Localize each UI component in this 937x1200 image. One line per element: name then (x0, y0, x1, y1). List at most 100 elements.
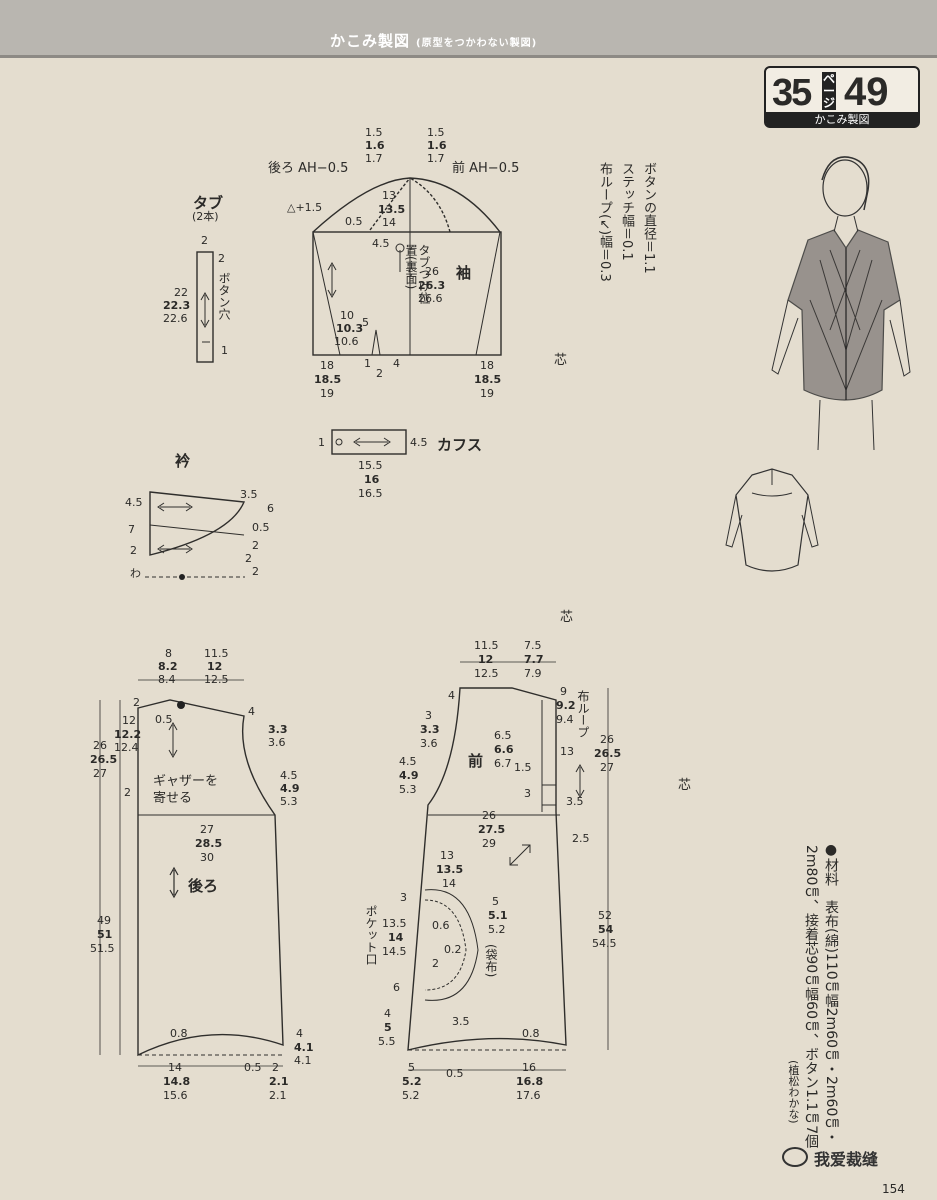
dim-label: 3.5 (240, 488, 258, 501)
gather-label-2: 寄せる (153, 791, 193, 806)
dim-label: 49 (97, 914, 111, 927)
dim-label: 4 (296, 1027, 303, 1040)
dim-label: 16 (364, 473, 380, 486)
materials-line2: 2m80㎝、接着芯90㎝幅60㎝、ボタン1.1㎝7個 (803, 845, 819, 1149)
dim-label: 26 (600, 733, 614, 746)
dim-label: 13.5 (378, 203, 406, 216)
dim-label: 4.9 (399, 769, 419, 782)
collar-outline (150, 492, 244, 555)
dim-label: 0.8 (522, 1027, 540, 1040)
badge-left-number: 35 (772, 72, 812, 114)
dim-label: 26 (425, 265, 439, 278)
dim-label: 0.5 (244, 1061, 262, 1074)
pocket-bag-label: (袋布) (484, 944, 498, 978)
button-mark (177, 701, 185, 709)
cuff-outline (331, 429, 407, 455)
dim-label: 4.5 (399, 755, 417, 768)
dim-label: 26.5 (90, 753, 118, 766)
badge-right-number: 49 (844, 70, 889, 114)
dim-label: 14 (168, 1061, 182, 1074)
dim-label: 0.8 (170, 1027, 188, 1040)
note-loop: 布ループ(↙)幅＝0.3 (597, 162, 612, 282)
page-ref-badge: 35 ページ 49 かこみ製図 (764, 66, 920, 128)
dim-label: 18.5 (474, 373, 502, 386)
dim-label: 0.5 (345, 215, 363, 228)
pocket-mouth-label: ポケット口 (364, 905, 378, 965)
dim-label: 4.9 (280, 782, 300, 795)
cuff-label: カフス (437, 436, 483, 454)
dim-label: 7.5 (524, 639, 542, 652)
dim-label: 27.5 (478, 823, 506, 836)
dim-label: 8.4 (158, 673, 176, 686)
dim-label: 26.3 (418, 279, 446, 292)
dim-label: 3.5 (452, 1015, 470, 1028)
dim-label: 1 (364, 357, 371, 370)
watermark-text: 我爱裁缝 (814, 1150, 879, 1169)
sleeve-outline (312, 231, 502, 356)
materials-line1: ●材料 表布(綿)110㎝幅2m60㎝・2m60㎝・ (823, 842, 839, 1145)
dim-label: 6 (393, 981, 400, 994)
dim-label: 13 (560, 745, 574, 758)
dim-label: 4.1 (294, 1054, 312, 1067)
page-title: かこみ製図(原型をつかわない製図) (330, 32, 538, 50)
dim-label: 6.5 (494, 729, 512, 742)
dim-label: 4.5 (410, 436, 428, 449)
front-bodice-outline (408, 688, 566, 1050)
fold-label: わ (130, 567, 141, 580)
dim-label: 5.2 (402, 1089, 420, 1102)
sleeve-label: 袖 (456, 264, 472, 282)
sleeve-cap (313, 178, 500, 232)
dim-label: 5 (362, 316, 369, 329)
dim-label: 22.6 (163, 312, 188, 325)
dim-label: 4 (384, 1007, 391, 1020)
dim-label: △+1.5 (287, 201, 323, 214)
dim-label: 27 (600, 761, 614, 774)
dim-label: 3.3 (268, 723, 288, 736)
dim-label: 29 (482, 837, 496, 850)
dim-label: 12.4 (114, 741, 139, 754)
dim-label: 4 (248, 705, 255, 718)
note-button: ボタンの直径＝1.1 (641, 162, 656, 274)
dim-label: 3.6 (420, 737, 438, 750)
dim-label: 26.5 (594, 747, 622, 760)
buttonhole-label: ボタン穴 (217, 272, 231, 320)
dim-label: 27 (200, 823, 214, 836)
materials-credit: (植松わかな) (787, 1060, 800, 1124)
back-view-illustration (722, 465, 822, 585)
dim-label: 3.5 (566, 795, 584, 808)
dim-label: 30 (200, 851, 214, 864)
dim-label: 2.1 (269, 1089, 287, 1102)
dim-label: 7.9 (524, 667, 542, 680)
dim-label: 13 (440, 849, 454, 862)
dim-label: 19 (320, 387, 334, 400)
dim-label: 1.7 (365, 152, 383, 165)
dim-label: 10.3 (336, 322, 364, 335)
dim-label: 4.5 (280, 769, 298, 782)
dim-label: 5.3 (399, 783, 417, 796)
dim-label: 1.5 (365, 126, 383, 139)
dim-label: 51.5 (90, 942, 115, 955)
dim-label: 12.2 (114, 728, 142, 741)
dim-label: 1.5 (514, 761, 532, 774)
model-illustration (760, 150, 925, 460)
dim-label: 1 (221, 344, 228, 357)
dim-label: 0.5 (155, 713, 173, 726)
dim-label: 14 (442, 877, 456, 890)
dim-label: 2 (130, 544, 137, 557)
dim-label: 2 (432, 957, 439, 970)
dim-label: 13.5 (436, 863, 464, 876)
dim-label: 2 (218, 252, 225, 265)
dim-label: 15.6 (163, 1089, 188, 1102)
dim-label: 12.5 (474, 667, 499, 680)
dim-label: 12 (478, 653, 494, 666)
tab-outline (196, 251, 214, 363)
dim-label: 22 (174, 286, 188, 299)
dim-label: 14 (382, 216, 396, 229)
interfacing-label-2: 芯 (560, 610, 574, 625)
dim-label: 5.3 (280, 795, 298, 808)
dim-label: 15.5 (358, 459, 383, 472)
dim-label: 2.5 (572, 832, 590, 845)
note-stitch: ステッチ幅＝0.1 (619, 162, 634, 261)
tab-position-label: タブつけ位置(裏面) (404, 244, 431, 304)
